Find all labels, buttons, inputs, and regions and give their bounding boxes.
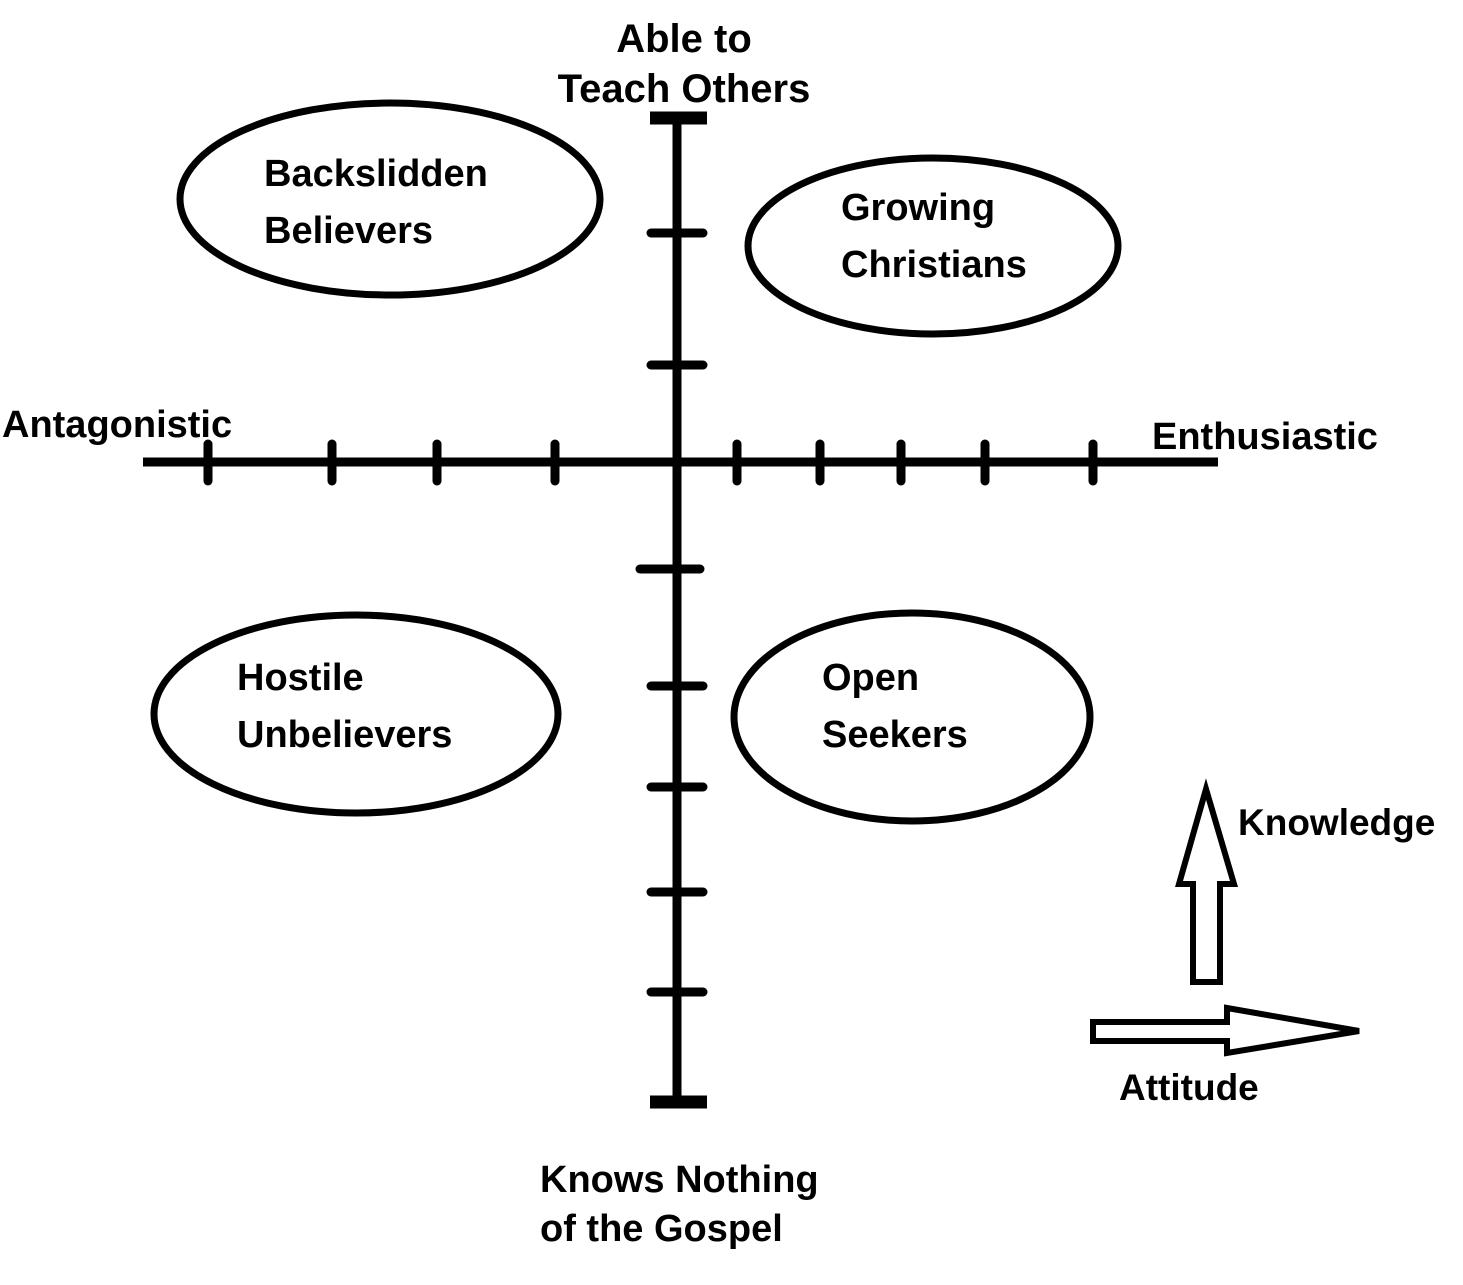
y-axis-bottom-label: Knows Nothing of the Gospel [540, 1159, 819, 1250]
y-axis-top-label: Able to Teach Others [557, 17, 811, 111]
ellipse-hostile-unbelievers [150, 611, 562, 817]
quadrant-label-open-seekers: Open Seekers [822, 657, 968, 756]
legend-label-attitude: Attitude [1119, 1067, 1259, 1108]
knowledge-up-arrow-icon [1175, 778, 1239, 985]
x-axis-right-label: Enthusiastic [1152, 416, 1378, 458]
ellipse-open-seekers [730, 609, 1094, 825]
ellipse-growing-christians [744, 154, 1122, 338]
attitude-right-arrow-icon [1090, 1004, 1360, 1057]
vertical-axis-ticks [635, 228, 708, 997]
quadrant-label-growing-christians: Growing Christians [841, 187, 1027, 286]
legend-label-knowledge: Knowledge [1238, 802, 1436, 843]
quadrant-label-hostile-unbelievers: Hostile Unbelievers [237, 657, 453, 756]
horizontal-axis-ticks [203, 439, 1098, 486]
ellipse-backslidden-believers [176, 99, 604, 299]
x-axis-left-label: Antagonistic [2, 404, 233, 446]
quadrant-label-backslidden-believers: Backslidden Believers [264, 153, 488, 252]
